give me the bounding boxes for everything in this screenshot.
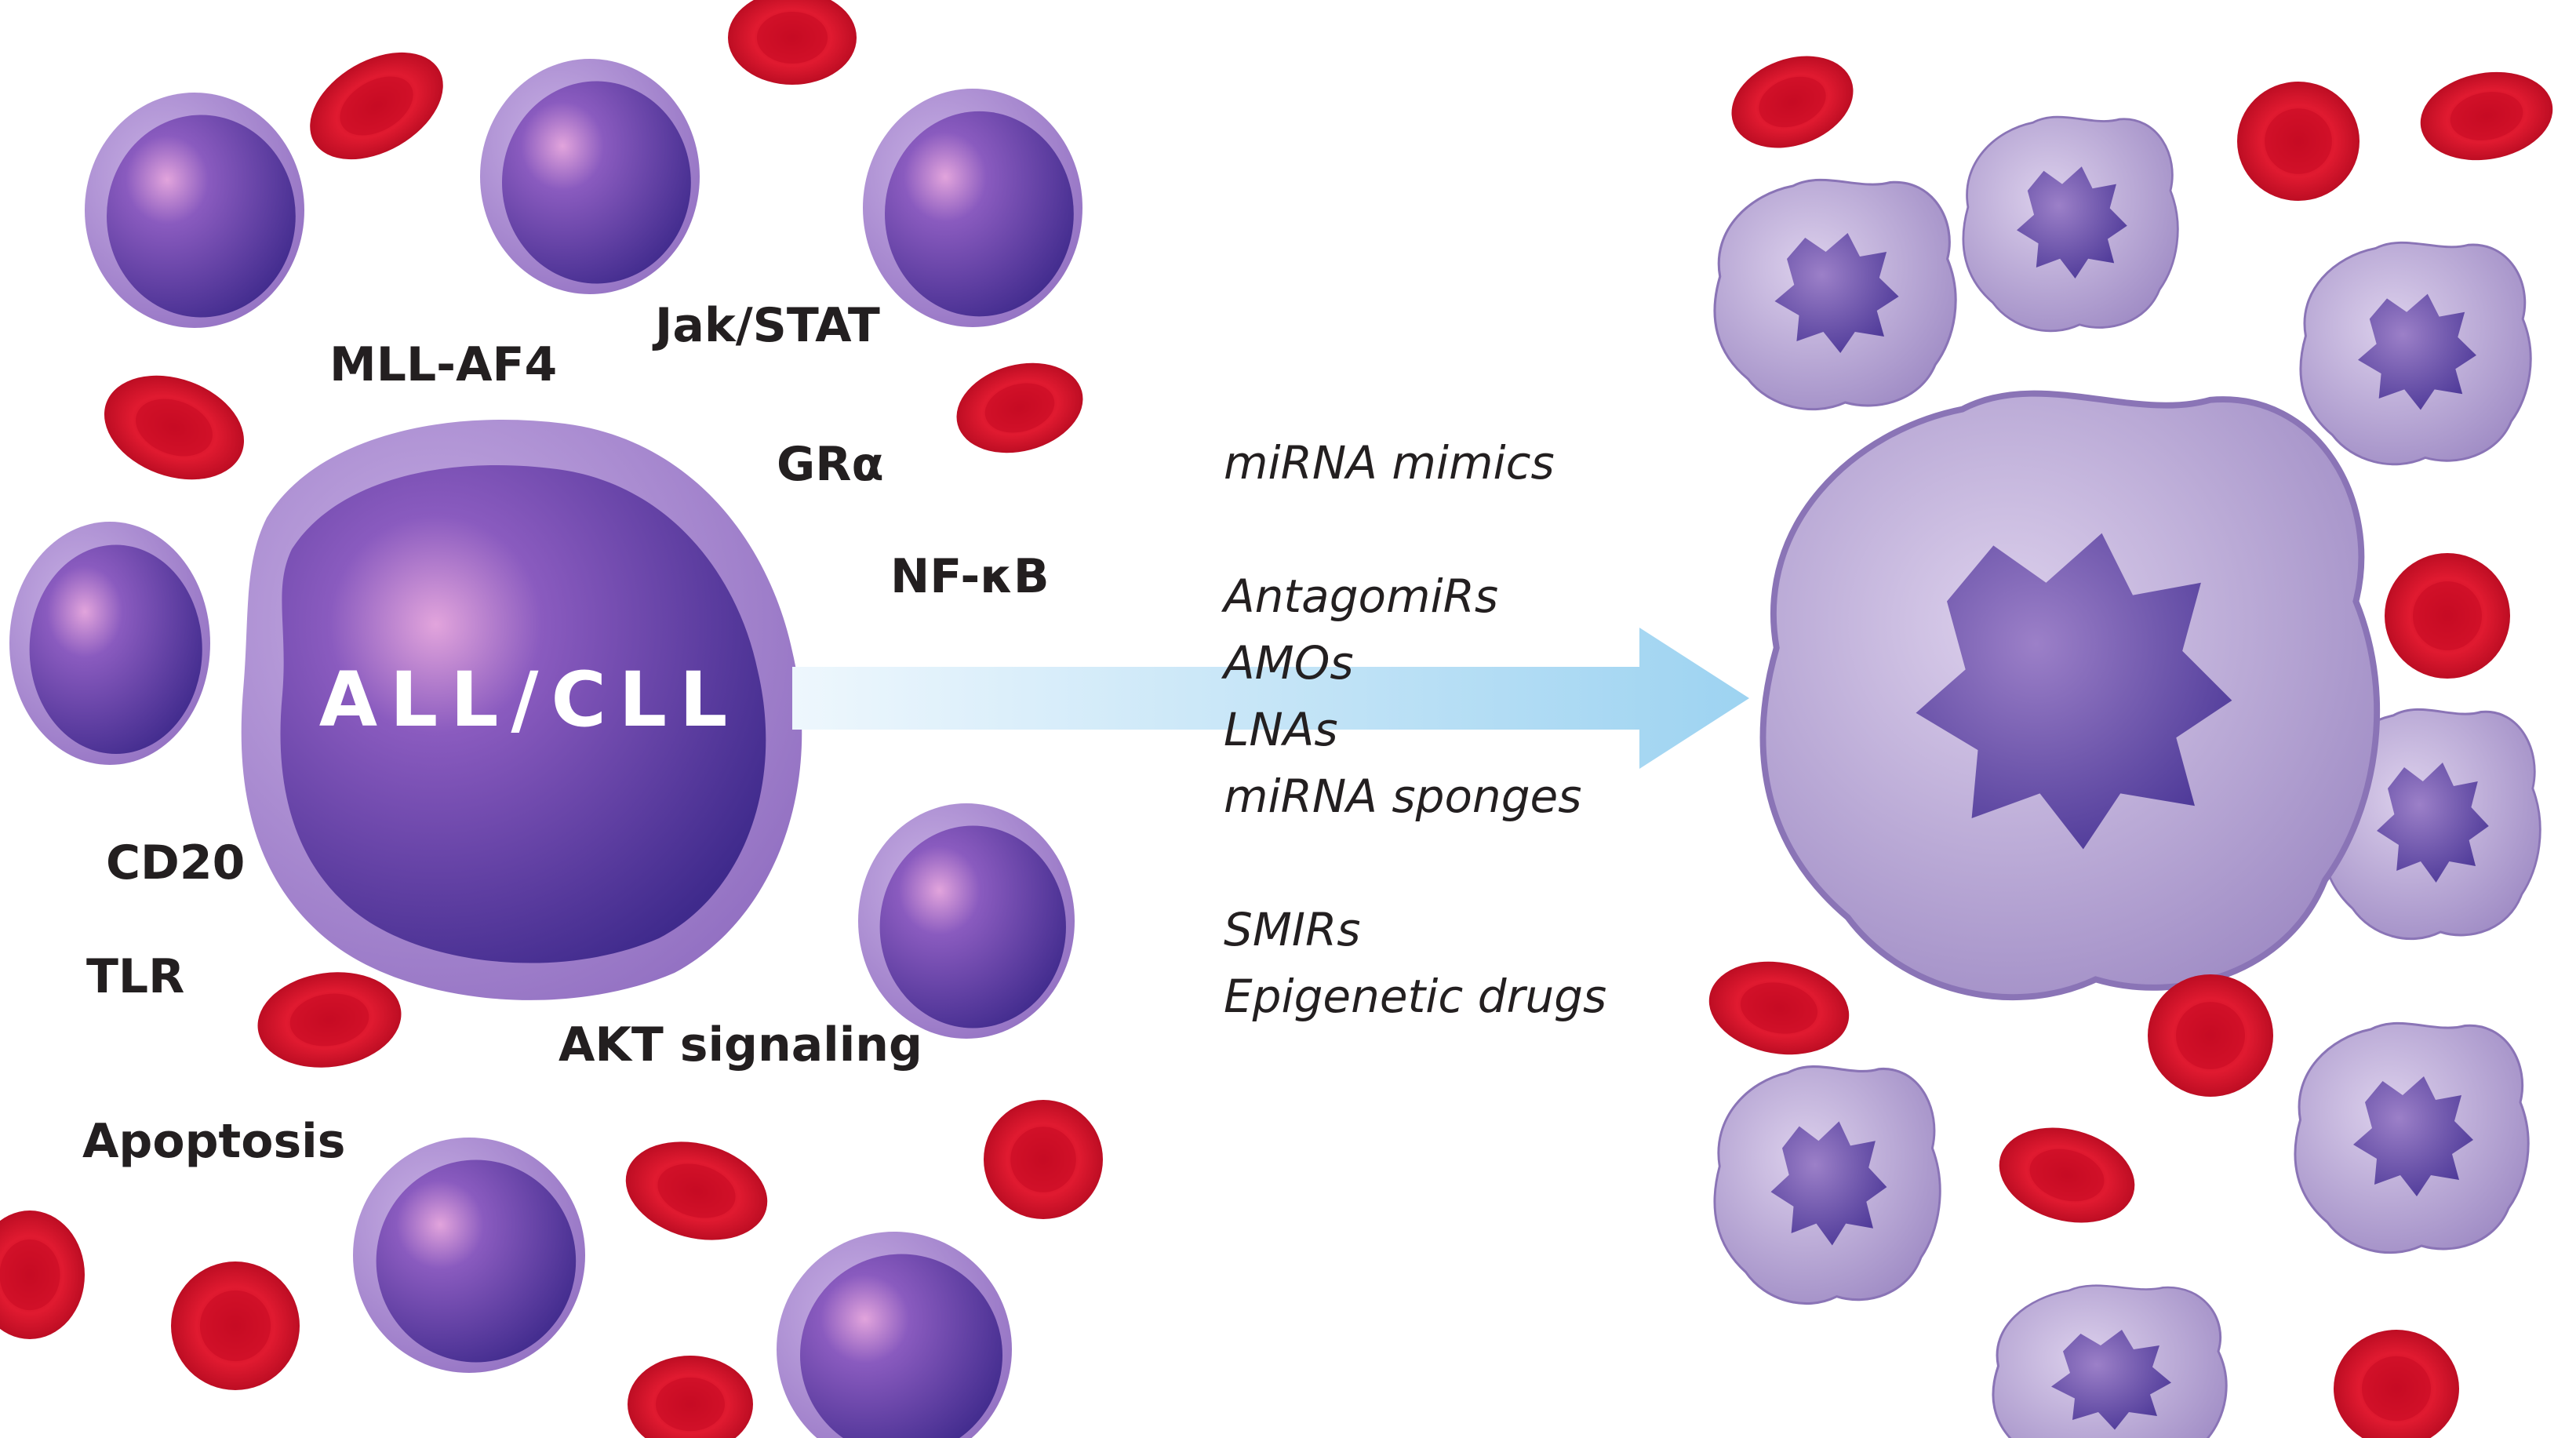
- red-blood-cell: [1988, 1113, 2146, 1237]
- red-blood-cell: [291, 30, 462, 182]
- lymphocyte-cell: [353, 1138, 585, 1373]
- lymphocyte-cell: [9, 522, 210, 765]
- label-mll-af4: MLL-AF4: [329, 337, 557, 392]
- red-blood-cell: [1701, 951, 1857, 1065]
- therapy-smirs: SMIRs: [1224, 903, 1360, 956]
- label-apoptosis: Apoptosis: [82, 1114, 345, 1169]
- red-blood-cell: [0, 1210, 85, 1339]
- label-nf-kb: NF-κB: [890, 549, 1050, 604]
- red-blood-cell: [2237, 82, 2360, 201]
- therapy-mimics: miRNA mimics: [1224, 436, 1555, 490]
- label-akt-signaling: AKT signaling: [558, 1018, 922, 1072]
- red-blood-cell: [2148, 974, 2273, 1097]
- lymphocyte-cell: [480, 59, 700, 294]
- label-tlr: TLR: [86, 949, 184, 1004]
- therapy-lnas: LNAs: [1224, 703, 1338, 756]
- apoptotic-cell: [1993, 1286, 2226, 1438]
- therapy-epigenetic: Epigenetic drugs: [1224, 970, 1606, 1023]
- therapy-list: miRNA mimics AntagomiRs AMOs LNAs miRNA …: [1221, 436, 1606, 1023]
- red-blood-cell: [614, 1127, 779, 1255]
- main-leukemic-cell: [241, 420, 802, 1000]
- red-blood-cell: [946, 349, 1093, 467]
- red-blood-cell: [2385, 553, 2510, 679]
- red-blood-cell: [2413, 62, 2560, 170]
- right-cell-population: [1701, 39, 2560, 1438]
- label-gr-alpha: GRα: [777, 437, 884, 492]
- large-apoptotic-cell: [1763, 394, 2378, 998]
- red-blood-cell: [2334, 1330, 2459, 1438]
- therapy-antagomirs: AntagomiRs: [1221, 570, 1498, 623]
- apoptotic-cell: [1963, 117, 2178, 331]
- therapy-amos: AMOs: [1221, 636, 1354, 690]
- apoptotic-cell: [1715, 180, 1956, 409]
- red-blood-cell: [89, 357, 259, 498]
- red-blood-cell: [1719, 39, 1866, 165]
- pathway-labels: MLL-AF4 Jak/STAT GRα NF-κB CD20 TLR AKT …: [82, 298, 1050, 1169]
- lymphocyte-cell: [777, 1232, 1012, 1438]
- red-blood-cell: [984, 1100, 1103, 1219]
- main-cell-label: ALL/CLL: [319, 656, 740, 744]
- lymphocyte-cell: [858, 803, 1075, 1039]
- red-blood-cell: [728, 0, 857, 85]
- label-cd20: CD20: [106, 835, 245, 890]
- lymphocyte-cell: [85, 93, 304, 328]
- apoptotic-cell: [2295, 1023, 2528, 1252]
- therapy-sponges: miRNA sponges: [1224, 770, 1581, 823]
- apoptotic-cell: [1715, 1067, 1940, 1304]
- transition-arrow: [792, 628, 1749, 769]
- red-blood-cell: [171, 1261, 300, 1390]
- red-blood-cell: [628, 1356, 753, 1438]
- lymphocyte-cell: [863, 89, 1082, 327]
- label-jak-stat: Jak/STAT: [652, 298, 880, 353]
- red-blood-cell: [251, 963, 408, 1077]
- apoptotic-cell: [2301, 242, 2531, 464]
